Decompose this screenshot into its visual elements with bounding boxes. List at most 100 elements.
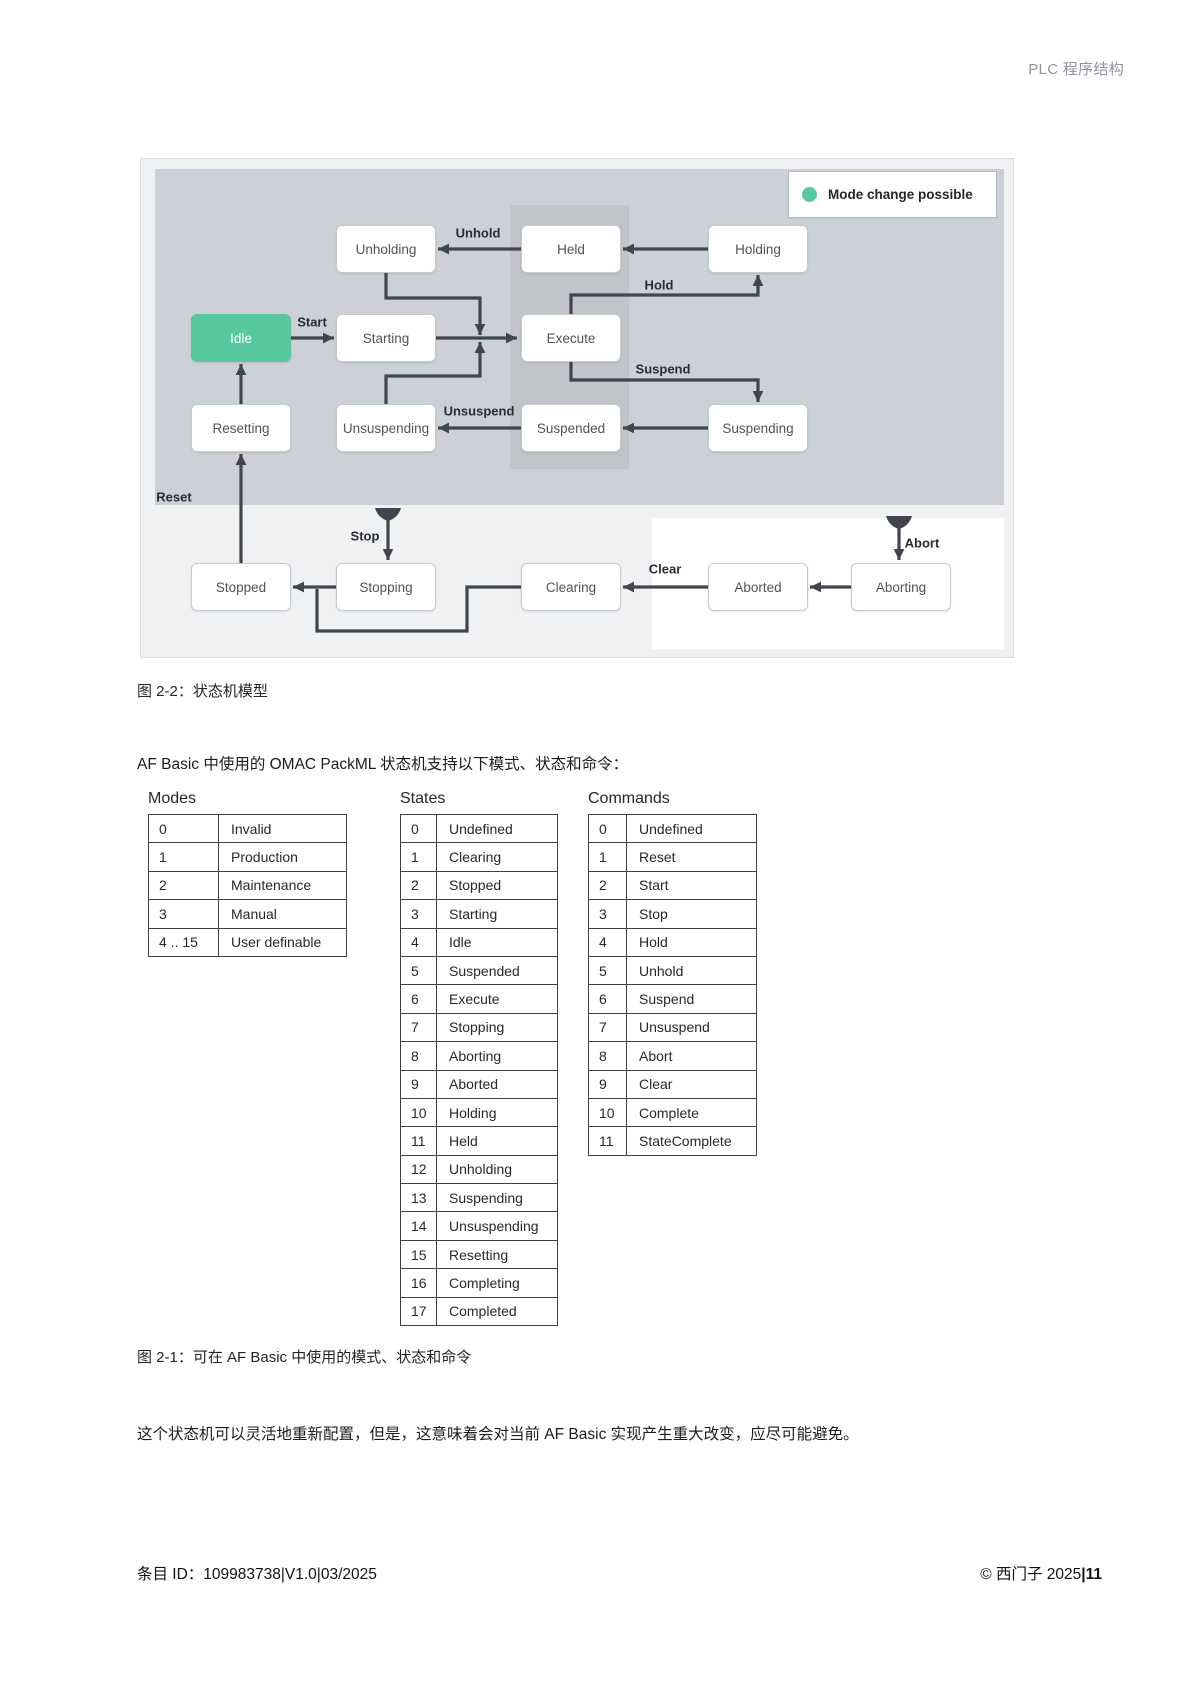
table-cell-label: Idle bbox=[436, 927, 558, 957]
table-cell-number: 2 bbox=[148, 870, 219, 901]
table-cell-number: 6 bbox=[588, 984, 627, 1014]
table-cell-number: 4 bbox=[400, 927, 437, 957]
table-cell-label: Unsuspending bbox=[436, 1211, 558, 1241]
state-node-unsuspending: Unsuspending bbox=[336, 404, 436, 452]
table-cell-label: Held bbox=[436, 1126, 558, 1156]
mode-change-dot-icon bbox=[802, 187, 817, 202]
table-cell-label: Complete bbox=[626, 1097, 757, 1128]
table-cell-label: Aborting bbox=[436, 1041, 558, 1071]
table-cell-label: Aborted bbox=[436, 1069, 558, 1099]
table-cell-number: 4 bbox=[588, 927, 627, 957]
table-cell-number: 8 bbox=[400, 1041, 437, 1071]
table-cell-label: Unsuspend bbox=[626, 1012, 757, 1043]
table-cell-label: User definable bbox=[218, 927, 347, 957]
table-cell-number: 3 bbox=[588, 899, 627, 929]
table-cell-number: 15 bbox=[400, 1239, 437, 1270]
table-cell-number: 9 bbox=[588, 1069, 627, 1099]
table-cell-number: 8 bbox=[588, 1041, 627, 1071]
stop-entry-funnel-icon bbox=[375, 508, 401, 521]
table-cell-number: 10 bbox=[588, 1097, 627, 1128]
diagram-abort-region bbox=[652, 518, 1004, 649]
table-cell-label: Completed bbox=[436, 1296, 558, 1327]
table-cell-label: Maintenance bbox=[218, 870, 347, 901]
figure-caption-2-1: 图 2-1：可在 AF Basic 中使用的模式、状态和命令 bbox=[137, 1349, 472, 1366]
modes-table-title: Modes bbox=[148, 790, 197, 807]
table-cell-number: 5 bbox=[400, 955, 437, 986]
table-cell-number: 16 bbox=[400, 1268, 437, 1298]
state-node-clearing: Clearing bbox=[521, 563, 621, 611]
state-node-starting: Starting bbox=[336, 314, 436, 362]
table-cell-label: Clear bbox=[626, 1069, 757, 1099]
table-cell-number: 1 bbox=[588, 842, 627, 872]
table-cell-number: 11 bbox=[400, 1126, 437, 1156]
edge-label-suspend: Suspend bbox=[635, 361, 691, 377]
table-cell-number: 5 bbox=[588, 955, 627, 986]
table-cell-label: Suspended bbox=[436, 955, 558, 986]
table-cell-number: 4 .. 15 bbox=[148, 927, 219, 957]
table-cell-number: 7 bbox=[588, 1012, 627, 1043]
body-paragraph: 这个状态机可以灵活地重新配置，但是，这意味着会对当前 AF Basic 实现产生… bbox=[137, 1426, 859, 1443]
table-cell-label: Undefined bbox=[626, 813, 757, 844]
table-cell-label: Stopped bbox=[436, 870, 558, 901]
table-cell-label: Unhold bbox=[626, 955, 757, 986]
footer-entry-id: 条目 ID：109983738|V1.0|03/2025 bbox=[137, 1566, 377, 1583]
edge-label-clear: Clear bbox=[648, 561, 682, 577]
edge-label-start: Start bbox=[297, 314, 327, 330]
table-cell-label: Completing bbox=[436, 1268, 558, 1298]
footer-copyright-text: © 西门子 2025 bbox=[980, 1566, 1082, 1583]
table-cell-number: 3 bbox=[148, 899, 219, 929]
state-node-unholding: Unholding bbox=[336, 225, 436, 273]
table-cell-label: Invalid bbox=[218, 813, 347, 844]
footer-page-number: |11 bbox=[1081, 1566, 1102, 1583]
table-cell-label: Undefined bbox=[436, 813, 558, 844]
state-node-aborting: Aborting bbox=[851, 563, 951, 611]
figure-caption-2-2: 图 2-2：状态机模型 bbox=[137, 683, 268, 700]
table-cell-label: Execute bbox=[436, 984, 558, 1014]
table-cell-number: 0 bbox=[148, 813, 219, 844]
table-cell-number: 12 bbox=[400, 1154, 437, 1185]
states-table-title: States bbox=[400, 790, 446, 807]
table-cell-number: 0 bbox=[400, 813, 437, 844]
commands-table-title: Commands bbox=[588, 790, 670, 807]
state-node-idle: Idle bbox=[191, 314, 291, 362]
table-cell-number: 11 bbox=[588, 1126, 627, 1156]
table-cell-number: 14 bbox=[400, 1211, 437, 1241]
table-cell-label: Unholding bbox=[436, 1154, 558, 1185]
table-cell-label: Holding bbox=[436, 1097, 558, 1128]
state-node-holding: Holding bbox=[708, 225, 808, 273]
table-cell-number: 0 bbox=[588, 813, 627, 844]
table-cell-label: Production bbox=[218, 842, 347, 872]
table-cell-number: 6 bbox=[400, 984, 437, 1014]
table-cell-number: 9 bbox=[400, 1069, 437, 1099]
table-cell-number: 1 bbox=[148, 842, 219, 872]
table-cell-number: 10 bbox=[400, 1097, 437, 1128]
table-cell-label: Clearing bbox=[436, 842, 558, 872]
state-node-stopped: Stopped bbox=[191, 563, 291, 611]
edge-label-hold: Hold bbox=[644, 277, 674, 293]
legend-label: Mode change possible bbox=[828, 187, 973, 202]
state-node-resetting: Resetting bbox=[191, 404, 291, 452]
state-node-suspended: Suspended bbox=[521, 404, 621, 452]
table-cell-label: Abort bbox=[626, 1041, 757, 1071]
